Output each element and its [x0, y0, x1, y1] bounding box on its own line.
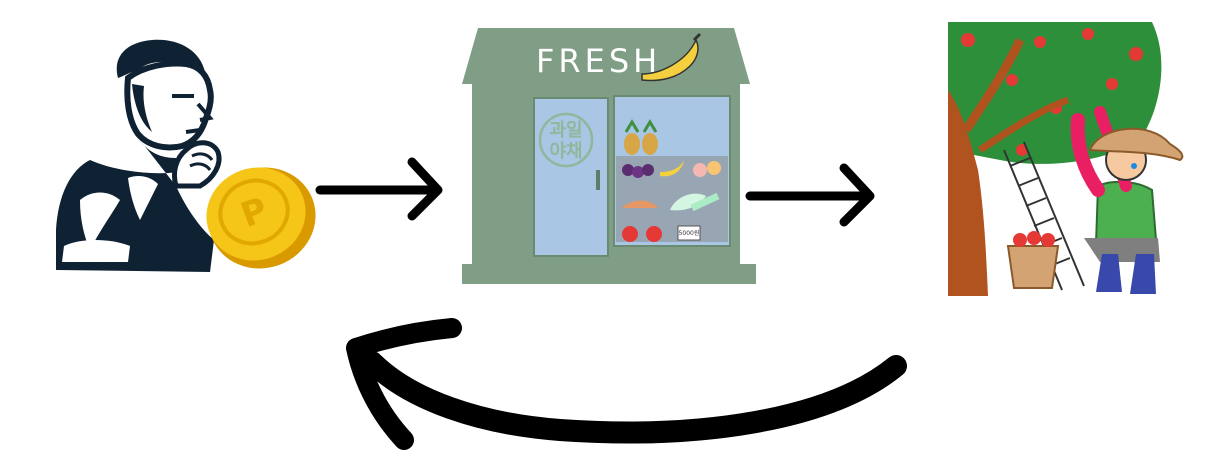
farmer-picking-apples-icon — [948, 22, 1182, 296]
door-sign-line1: 과일 — [549, 120, 582, 141]
price-tag-text: 5000원 — [679, 229, 700, 237]
arrow-right-icon — [320, 162, 438, 216]
curved-arrow-back-icon — [356, 328, 896, 440]
fruit-store-icon: FRESH 과일 야채 5000원 — [462, 28, 756, 284]
arrow-right-icon — [750, 168, 870, 222]
door-sign-line2: 야채 — [549, 141, 582, 162]
thinking-man-icon — [56, 40, 219, 272]
